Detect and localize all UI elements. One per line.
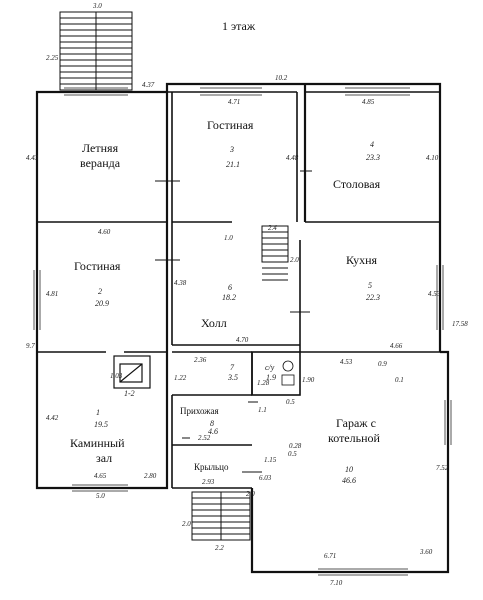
stairs-inner — [261, 225, 289, 281]
room-kitchen-name: Кухня — [346, 253, 378, 267]
room-garage-line2: котельной — [328, 431, 381, 445]
room-closet-number: 7 — [230, 363, 235, 372]
dimension-labels: 3.0 2.25 10.2 4.37 4.71 4.85 4.43 4.48 4… — [26, 2, 468, 587]
dim-closet-w: 2.36 — [194, 356, 207, 364]
outer-walls — [35, 82, 450, 574]
room-kitchen-area: 22.3 — [366, 293, 380, 302]
dim-stairs-top-h: 2.25 — [46, 54, 59, 62]
room-wc-name: с/у — [265, 363, 275, 372]
dim-left-total: 9.7 — [26, 342, 35, 350]
room-fireplace-hall-number: 1 — [96, 408, 100, 417]
windows — [33, 87, 452, 576]
dim-garage-top: 4.53 — [340, 358, 353, 366]
dim-kitchen-h: 4.53 — [428, 290, 441, 298]
room-veranda-line1: Летняя — [82, 141, 119, 155]
room-fireplace-hall-area: 19.5 — [94, 420, 108, 429]
stairs-top — [59, 11, 133, 91]
dim-bottom-total: 7.10 — [330, 579, 343, 587]
room-garage-number: 10 — [345, 465, 353, 474]
dim-veranda-h: 4.43 — [26, 154, 39, 162]
dim-stair-h: 1.0 — [224, 234, 233, 242]
dim-kitchen-step: 0.9 — [378, 360, 387, 368]
dim-hall-stub: 1.90 — [302, 376, 315, 384]
toilet-icon — [281, 360, 295, 386]
dim-living-top-w: 4.71 — [228, 98, 240, 106]
dim-bottom-left: 5.0 — [96, 492, 105, 500]
dim-garage-bottom-right: 3.60 — [419, 548, 433, 556]
dim-stair-w: 2.4 — [268, 224, 277, 232]
dim-top-total: 10.2 — [275, 74, 288, 82]
dim-stair-small: 2.0 — [290, 256, 299, 264]
room-dining-name: Столовая — [333, 177, 381, 191]
dim-fire-bottom-right: 2.80 — [144, 472, 157, 480]
dim-wc-h: 1.28 — [257, 379, 270, 387]
dim-vest-small2: 0.5 — [286, 398, 295, 406]
dim-garage-left: 2.0 — [246, 490, 255, 498]
room-hall-number: 6 — [228, 283, 232, 292]
room-fireplace-hall-line1: Каминный — [70, 436, 125, 450]
room-living-top-name: Гостиная — [207, 118, 254, 132]
dim-vest-w: 2.52 — [198, 434, 211, 442]
room-living-left-area: 20.9 — [95, 299, 109, 308]
room-vestibule-number: 8 — [210, 419, 214, 428]
dim-living-left-h: 4.81 — [46, 290, 58, 298]
dim-top-left-short: 4.37 — [142, 81, 155, 89]
room-veranda-line2: веранда — [80, 156, 121, 170]
room-garage-line1: Гараж с — [336, 416, 376, 430]
dim-hall-h: 4.38 — [174, 279, 187, 287]
dim-dining-h: 4.10 — [426, 154, 439, 162]
dim-stairs-bottom-w: 2.2 — [215, 544, 224, 552]
room-hall-area: 18.2 — [222, 293, 236, 302]
dim-vest-h: 0.28 — [289, 442, 302, 450]
dim-step-small: 1.15 — [264, 456, 277, 464]
floor-title: 1 этаж — [222, 19, 256, 33]
dim-left-mid: 4.60 — [98, 228, 111, 236]
room-porch-name: Крыльцо — [194, 462, 229, 472]
stairs-bottom — [191, 491, 251, 541]
room-wc-area: 1.9 — [266, 373, 276, 382]
dim-vest-small: 1.1 — [258, 406, 267, 414]
dim-dining-w: 4.85 — [362, 98, 375, 106]
room-closet-area: 3.5 — [227, 373, 238, 382]
room-dining-number: 4 — [370, 140, 374, 149]
dim-garage-mid: 0.5 — [288, 450, 297, 458]
inner-walls — [37, 91, 440, 489]
room-dining-area: 23.3 — [366, 153, 380, 162]
dim-fire-h: 1.03 — [110, 372, 123, 380]
doors — [155, 170, 312, 473]
fireplace-label: 1-2 — [124, 389, 135, 398]
room-living-top-number: 3 — [229, 145, 234, 154]
dim-stairs-bottom-h: 2.0 — [182, 520, 191, 528]
dim-living-top-h: 4.48 — [286, 154, 299, 162]
dim-garage-bottom: 6.71 — [324, 552, 336, 560]
dim-hall-w: 4.70 — [236, 336, 249, 344]
dim-garage-right-h: 7.52 — [436, 464, 449, 472]
fireplace-icon — [113, 355, 151, 389]
room-garage-area: 46.6 — [342, 476, 356, 485]
dim-stairs-top-w: 3.0 — [92, 2, 102, 10]
room-vestibule-name: Прихожая — [180, 406, 219, 416]
room-kitchen-number: 5 — [368, 281, 372, 290]
room-hall-name: Холл — [201, 316, 227, 330]
dim-fire-left-h: 4.42 — [46, 414, 59, 422]
dim-kitchen-w: 4.66 — [390, 342, 403, 350]
dim-porch-w: 2.93 — [202, 478, 215, 486]
dim-garage-left-h: 6.03 — [259, 474, 272, 482]
room-fireplace-hall-line2: зал — [96, 451, 112, 465]
dim-right-total: 17.58 — [452, 320, 468, 328]
room-living-top-area: 21.1 — [226, 160, 240, 169]
room-living-left-number: 2 — [98, 287, 102, 296]
dim-fire-bottom-w: 4.65 — [94, 472, 107, 480]
dim-kitchen-step2: 0.1 — [395, 376, 404, 384]
room-vestibule-area: 4.6 — [208, 427, 218, 436]
room-living-left-name: Гостиная — [74, 259, 121, 273]
dim-closet-h: 1.22 — [174, 374, 187, 382]
